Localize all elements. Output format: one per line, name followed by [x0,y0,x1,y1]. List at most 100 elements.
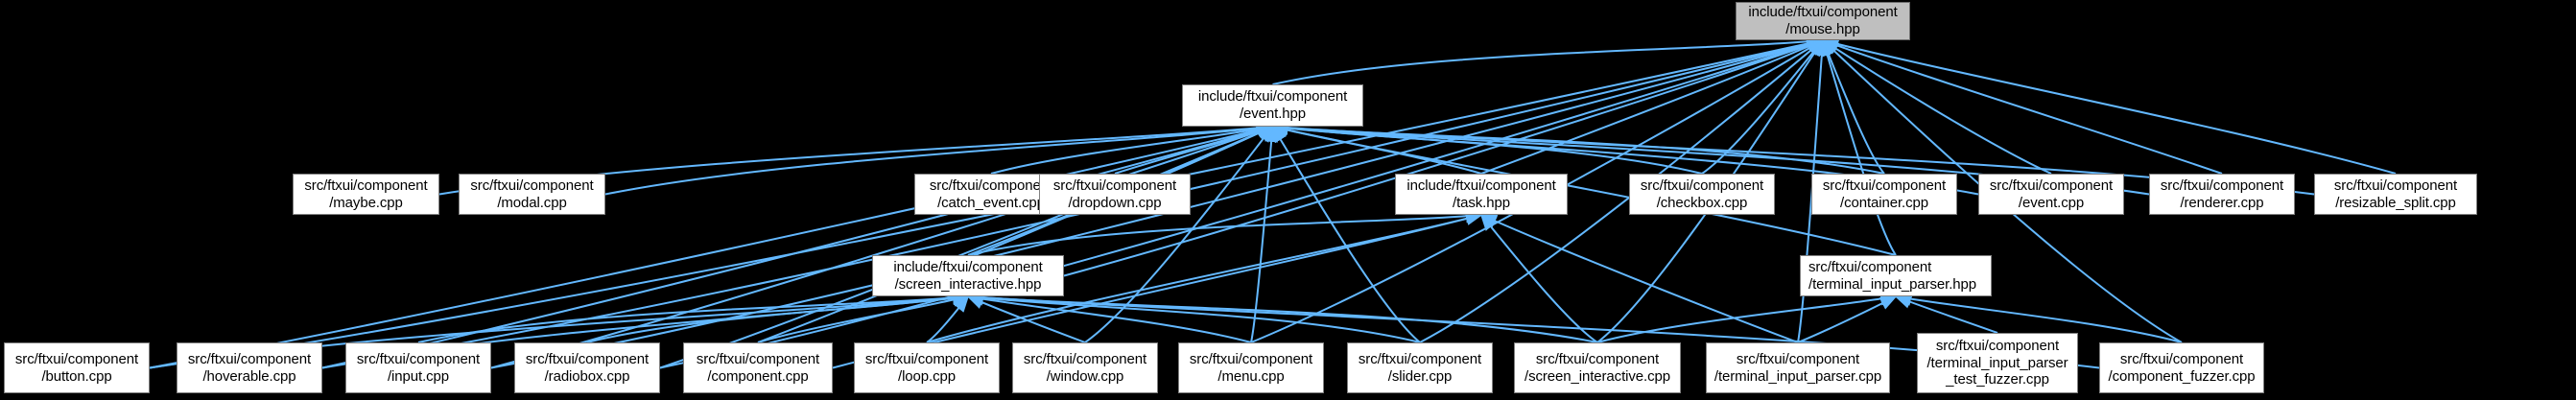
graph-node-window-cpp[interactable]: src/ftxui/component/window.cpp [1012,342,1158,393]
graph-edge-container-cpp-to-mouse-hpp [1822,38,1885,175]
graph-edge-task-hpp-to-event-hpp [1270,124,1482,175]
graph-node-menu-cpp[interactable]: src/ftxui/component/menu.cpp [1178,342,1324,393]
node-label-line1: include/ftxui/component [1748,4,1898,21]
node-label-line2: /catch_event.cpp [937,194,1045,211]
graph-node-renderer-cpp[interactable]: src/ftxui/component/renderer.cpp [2149,174,2295,215]
graph-edge-radiobox-cpp-to-screen-interactive-hpp [586,292,970,343]
node-label-line1: src/ftxui/component [187,350,312,367]
node-label-line1: include/ftxui/component [1197,88,1348,106]
node-label-line1: src/ftxui/component [864,350,989,367]
graph-node-mouse-hpp[interactable]: include/ftxui/component/mouse.hpp [1736,2,1910,40]
graph-edge-terminal-input-parser-hpp-to-event-hpp [1270,123,1897,256]
node-label-line1: src/ftxui/component [1023,350,1147,367]
node-label-line2: /resizable_split.cpp [2335,194,2456,211]
node-label-line1: src/ftxui/component [1935,337,2060,354]
graph-node-terminal-input-parser-hpp[interactable]: src/ftxui/component/terminal_input_parse… [1800,255,1992,296]
graph-edge-event-hpp-to-mouse-hpp [1272,35,1825,85]
graph-edge-component-cpp-to-event-hpp [757,126,1275,343]
graph-node-screen-interactive-cpp[interactable]: src/ftxui/component/screen_interactive.c… [1514,342,1681,393]
node-label-line2: /window.cpp [1046,367,1124,385]
graph-edge-checkbox-cpp-to-event-hpp [1270,121,1703,175]
node-label-line1: include/ftxui/component [1406,176,1556,194]
graph-edge-terminal-input-parser-test-fuzzer-cpp-to-terminal-input-parser-hpp [1894,295,1998,334]
node-label-line2: /loop.cpp [898,367,956,385]
graph-node-slider-cpp[interactable]: src/ftxui/component/slider.cpp [1347,342,1493,393]
graph-edge-task-hpp-to-mouse-hpp [1480,39,1825,175]
node-label-line2: /screen_interactive.cpp [1524,367,1670,385]
node-label-line2: /hoverable.cpp [202,367,296,385]
graph-node-maybe-cpp[interactable]: src/ftxui/component/maybe.cpp [293,174,439,215]
graph-edge-radiobox-cpp-to-event-hpp [659,126,1275,369]
node-label-line1: src/ftxui/component [304,176,428,194]
graph-node-button-cpp[interactable]: src/ftxui/component/button.cpp [4,342,150,393]
node-label-line2: /component.cpp [707,367,809,385]
graph-edge-menu-cpp-to-screen-interactive-hpp [966,292,1252,343]
node-label-line1: src/ftxui/component [356,350,481,367]
graph-node-terminal-input-parser-test-fuzzer-cpp[interactable]: src/ftxui/component/terminal_input_parse… [1917,333,2078,393]
graph-node-dropdown-cpp[interactable]: src/ftxui/component/dropdown.cpp [1039,174,1191,215]
node-label-line1: include/ftxui/component [893,258,1043,275]
graph-edge-terminal-input-parser-cpp-to-terminal-input-parser-hpp [1797,295,1898,343]
node-label-line1: src/ftxui/component [1358,350,1482,367]
node-label-line1: src/ftxui/component [2160,176,2284,194]
graph-node-task-hpp[interactable]: include/ftxui/component/task.hpp [1395,174,1568,215]
graph-edge-input-cpp-to-screen-interactive-hpp [417,291,970,343]
node-label-line1: src/ftxui/component [470,176,594,194]
node-label-line2: /maybe.cpp [329,194,403,211]
node-label-line1: src/ftxui/component [1189,350,1313,367]
graph-edge-event-cpp-to-mouse-hpp [1821,38,2052,175]
node-label-line2: /renderer.cpp [2180,194,2264,211]
graph-node-event-cpp[interactable]: src/ftxui/component/event.cpp [1978,174,2124,215]
node-label-line2: /menu.cpp [1217,367,1285,385]
node-label-line1: src/ftxui/component [1989,176,2114,194]
graph-node-checkbox-cpp[interactable]: src/ftxui/component/checkbox.cpp [1629,174,1775,215]
graph-node-terminal-input-parser-cpp[interactable]: src/ftxui/component/terminal_input_parse… [1706,342,1890,393]
graph-edge-input-cpp-to-event-hpp [490,125,1275,369]
graph-node-container-cpp[interactable]: src/ftxui/component/container.cpp [1811,174,1957,215]
node-label-line1: src/ftxui/component [1052,176,1177,194]
graph-edge-container-cpp-to-event-hpp [1270,121,1885,175]
graph-node-component-fuzzer-cpp[interactable]: src/ftxui/component/component_fuzzer.cpp [2099,342,2264,393]
graph-edge-screen-interactive-cpp-to-terminal-input-parser-hpp [1596,292,1898,343]
graph-edge-screen-interactive-cpp-to-task-hpp [1479,213,1598,343]
node-label-line2: /slider.cpp [1387,367,1453,385]
graph-node-hoverable-cpp[interactable]: src/ftxui/component/hoverable.cpp [177,342,322,393]
node-label-line1: src/ftxui/component [2119,350,2244,367]
graph-edge-component-cpp-to-screen-interactive-hpp [757,293,970,343]
node-label-line1: src/ftxui/component [525,350,650,367]
node-label-line1: src/ftxui/component [2333,176,2458,194]
node-label-line2: /button.cpp [41,367,112,385]
graph-edge-terminal-input-parser-hpp-to-mouse-hpp [1820,38,1897,256]
graph-node-resizable-split-cpp[interactable]: src/ftxui/component/resizable_split.cpp [2314,174,2477,215]
graph-edge-resizable-split-cpp-to-mouse-hpp [1821,37,2397,175]
graph-node-screen-interactive-hpp[interactable]: include/ftxui/component/screen_interacti… [872,255,1064,296]
node-label-line1: src/ftxui/component [929,176,1053,194]
graph-edge-window-cpp-to-event-hpp [1084,125,1274,343]
node-label-line2: /container.cpp [1840,194,1928,211]
node-label-line1: src/ftxui/component [1535,350,1660,367]
node-label-line2: /input.cpp [387,367,450,385]
node-label-line1: src/ftxui/component [1640,176,1764,194]
graph-edge-catch-event-cpp-to-event-hpp [990,123,1275,175]
graph-node-event-hpp[interactable]: include/ftxui/component/event.hpp [1182,84,1363,127]
graph-edge-screen-interactive-cpp-to-screen-interactive-hpp [966,291,1598,343]
graph-edge-menu-cpp-to-event-hpp [1250,125,1279,343]
node-label-line2: /screen_interactive.hpp [894,275,1042,293]
graph-node-radiobox-cpp[interactable]: src/ftxui/component/radiobox.cpp [514,342,660,393]
node-label-line2: /mouse.hpp [1785,21,1860,37]
graph-edge-slider-cpp-to-event-hpp [1271,125,1421,343]
node-label-line1: src/ftxui/component [1822,176,1947,194]
graph-node-modal-cpp[interactable]: src/ftxui/component/modal.cpp [459,174,605,215]
node-label-line2: /dropdown.cpp [1068,194,1162,211]
graph-edge-renderer-cpp-to-mouse-hpp [1821,39,2223,175]
graph-node-component-cpp[interactable]: src/ftxui/component/component.cpp [683,342,833,393]
graph-node-input-cpp[interactable]: src/ftxui/component/input.cpp [345,342,491,393]
graph-edge-screen-interactive-hpp-to-mouse-hpp [1063,38,1825,277]
node-label-line1: src/ftxui/component [696,350,820,367]
graph-node-loop-cpp[interactable]: src/ftxui/component/loop.cpp [854,342,1000,393]
node-label-line2: /terminal_input_parser.hpp [1808,275,1977,293]
node-label-line2: /terminal_input_parser [1926,354,2068,371]
graph-edge-dropdown-cpp-to-event-hpp [1114,125,1275,175]
node-label-line2: /terminal_input_parser.cpp [1713,367,1882,385]
